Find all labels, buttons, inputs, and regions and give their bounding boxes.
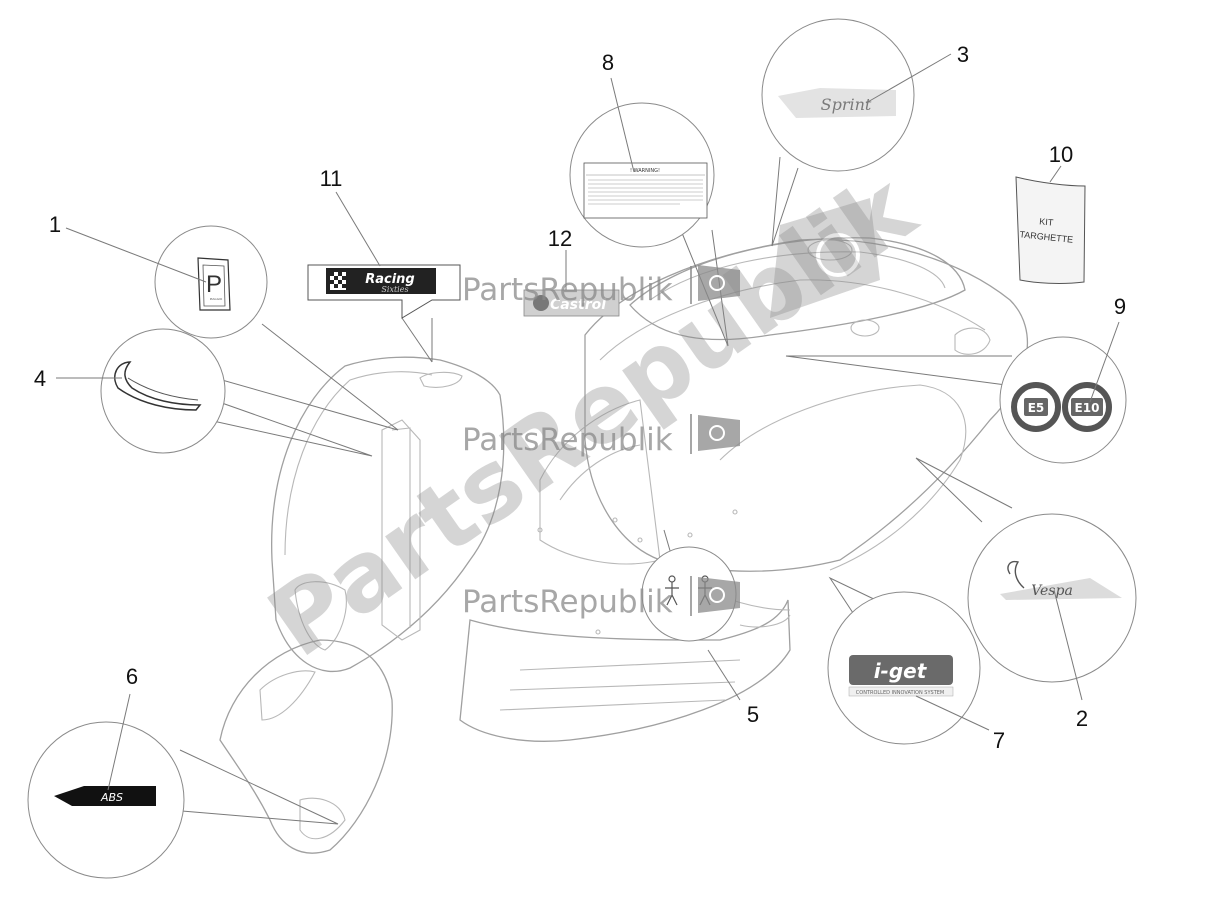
iget-text: i-get bbox=[874, 659, 928, 683]
watermark-row-3: PartsRepublik bbox=[462, 576, 740, 620]
callout-7: 7 bbox=[993, 728, 1005, 753]
watermark-gear-large bbox=[770, 198, 880, 318]
racing-line2: Sixties bbox=[381, 285, 408, 294]
iget-sub-text: CONTROLLED INNOVATION SYSTEM bbox=[856, 690, 944, 696]
decal-racing-sixties: Racing Sixties bbox=[307, 264, 461, 319]
callout-6: 6 bbox=[126, 664, 138, 689]
e5-text: E5 bbox=[1028, 401, 1045, 415]
decal-piaggio-emblem: P PIAGGIO bbox=[197, 257, 231, 311]
callout-numbers: 1 2 3 4 5 6 7 8 9 10 11 12 bbox=[34, 42, 1126, 753]
decal-abs: ABS bbox=[54, 786, 156, 806]
svg-text:P: P bbox=[206, 271, 222, 298]
abs-text: ABS bbox=[100, 791, 123, 804]
watermark-text-1: PartsRepublik bbox=[462, 272, 673, 308]
watermark-text-3: PartsRepublik bbox=[462, 584, 673, 620]
watermark-text-2: PartsRepublik bbox=[462, 422, 673, 458]
decal-kit-envelope: KIT TARGHETTE bbox=[1015, 176, 1086, 284]
callout-2: 2 bbox=[1076, 706, 1088, 731]
piaggio-sub-text: PIAGGIO bbox=[210, 297, 223, 301]
gear-flag-icon bbox=[698, 265, 740, 301]
vespa-text: Vespa bbox=[1031, 583, 1073, 599]
callout-lines bbox=[56, 53, 1120, 791]
decal-vespa-script-front bbox=[114, 361, 202, 411]
watermark-row-2: PartsRepublik bbox=[462, 414, 740, 458]
callout-8: 8 bbox=[602, 50, 614, 75]
kit-line1: KIT bbox=[1039, 216, 1054, 227]
decal-castrol: Castrol bbox=[523, 289, 620, 317]
racing-line1: Racing bbox=[365, 272, 415, 287]
gear-flag-icon bbox=[698, 577, 740, 613]
callout-4: 4 bbox=[34, 366, 46, 391]
callout-12: 12 bbox=[548, 226, 572, 251]
watermark-row-1: PartsRepublik bbox=[462, 265, 740, 308]
callout-1: 1 bbox=[49, 212, 61, 237]
decal-warning-label: ! WARNING! bbox=[583, 162, 708, 219]
decal-sprint: Sprint bbox=[778, 88, 896, 118]
callout-11: 11 bbox=[320, 166, 343, 191]
decal-vespa-side: Vespa bbox=[1000, 560, 1122, 600]
warning-title: ! WARNING! bbox=[630, 168, 660, 174]
callout-3: 3 bbox=[957, 42, 969, 67]
callout-9: 9 bbox=[1114, 294, 1126, 319]
decal-fuel-e5-e10: E5 E10 bbox=[1011, 382, 1112, 432]
bubble-4 bbox=[100, 328, 226, 454]
e10-text: E10 bbox=[1075, 401, 1100, 415]
castrol-text: Castrol bbox=[550, 297, 606, 313]
bubble-leaders bbox=[169, 156, 1013, 825]
callout-10: 10 bbox=[1049, 142, 1073, 167]
sprint-text: Sprint bbox=[821, 95, 872, 114]
watermark: PartsRepublik PartsRepublik PartsRepubli… bbox=[249, 151, 935, 678]
gear-flag-icon bbox=[698, 415, 740, 451]
callout-5: 5 bbox=[747, 702, 759, 727]
decal-iget: i-get CONTROLLED INNOVATION SYSTEM bbox=[848, 655, 954, 697]
